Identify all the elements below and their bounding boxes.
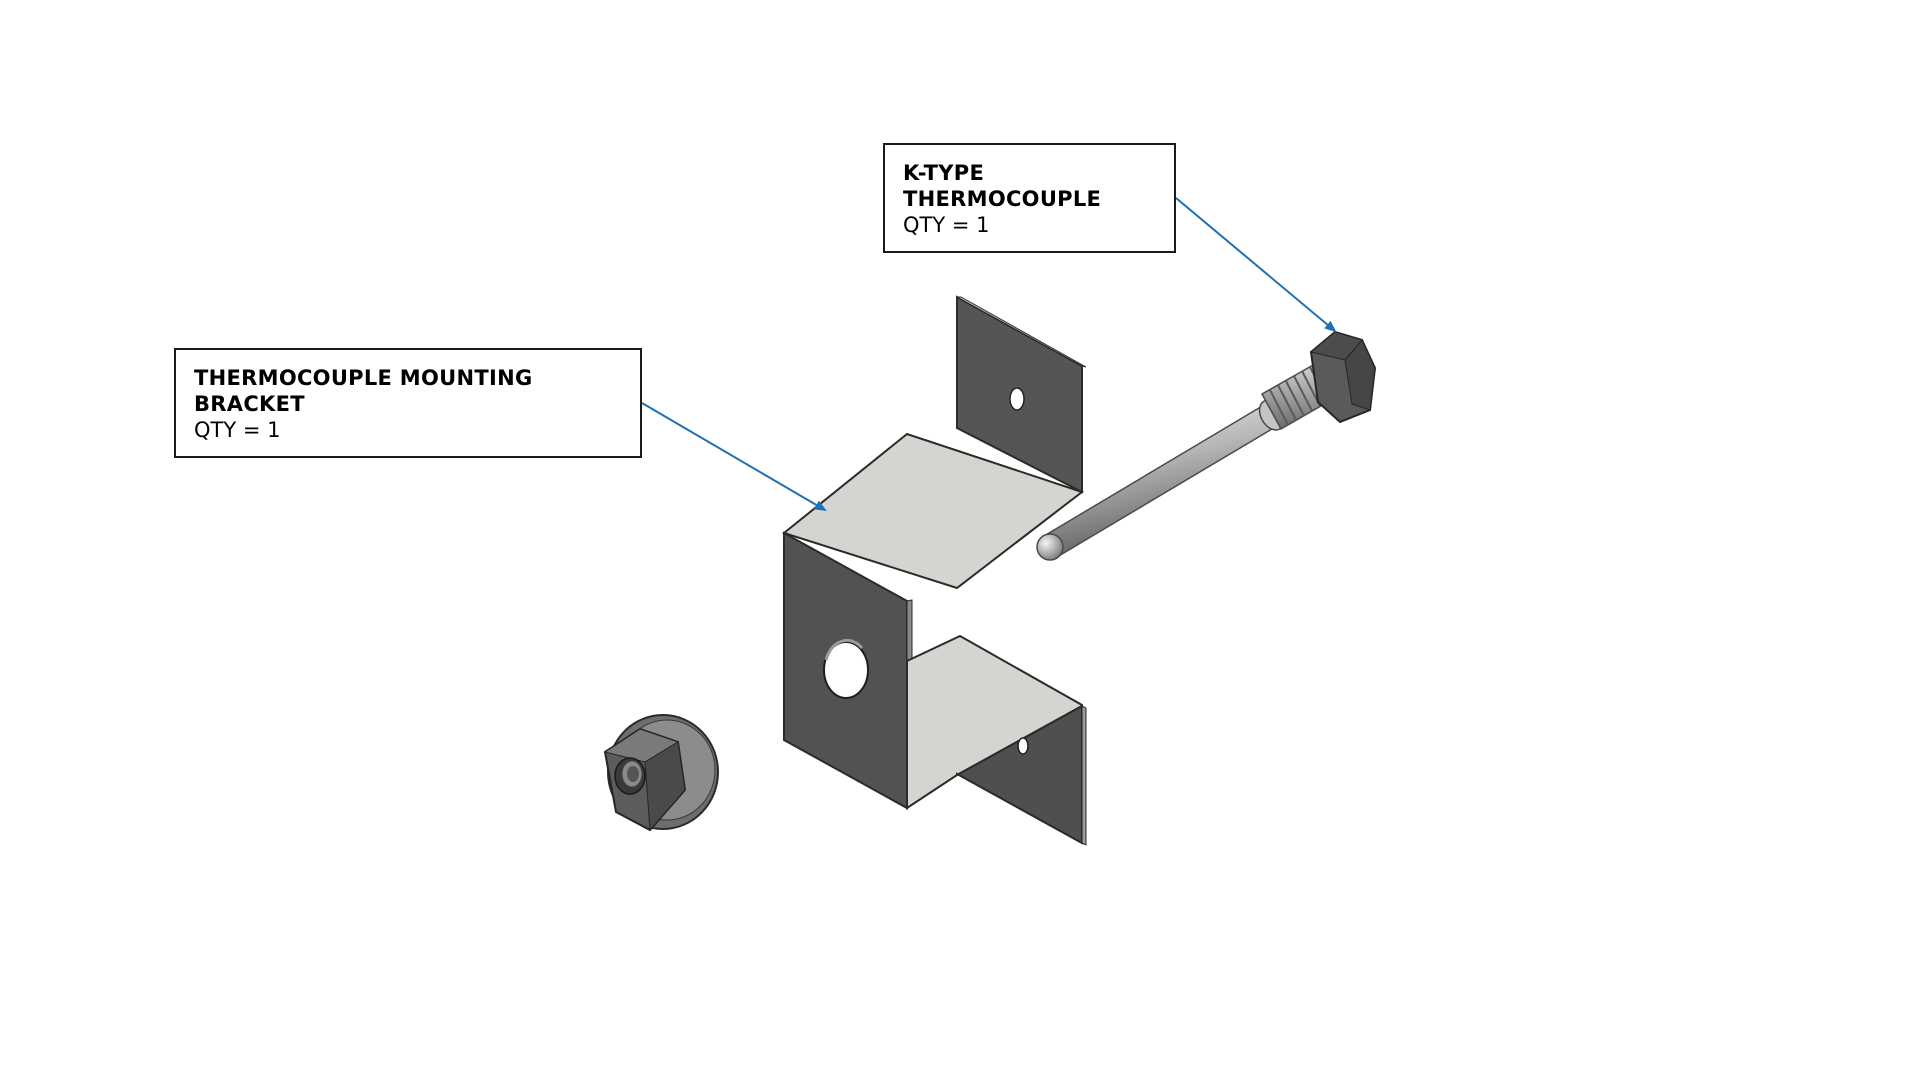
bracket-top-flange-hole [1009, 387, 1025, 411]
bracket-bottom-flange-hole [1017, 737, 1029, 755]
thermocouple [1036, 330, 1377, 561]
callout-thermocouple: K-TYPE THERMOCOUPLE QTY = 1 [883, 143, 1176, 253]
callout-thermocouple-title: K-TYPE THERMOCOUPLE [903, 161, 1102, 211]
bracket-top-plate [781, 432, 1085, 590]
callout-mounting-bracket: THERMOCOUPLE MOUNTING BRACKET QTY = 1 [174, 348, 642, 458]
callout-bracket-qty: QTY = 1 [194, 418, 281, 442]
flange-nut [603, 714, 719, 832]
callout-bracket-title: THERMOCOUPLE MOUNTING BRACKET [194, 366, 533, 416]
leader-line-thermocouple [1175, 197, 1337, 333]
thermocouple-probe-tip [1036, 533, 1064, 561]
mounting-bracket [781, 295, 1087, 846]
leader-line-bracket [641, 402, 827, 512]
bracket-web-hole [823, 641, 869, 699]
callout-thermocouple-qty: QTY = 1 [903, 213, 990, 237]
